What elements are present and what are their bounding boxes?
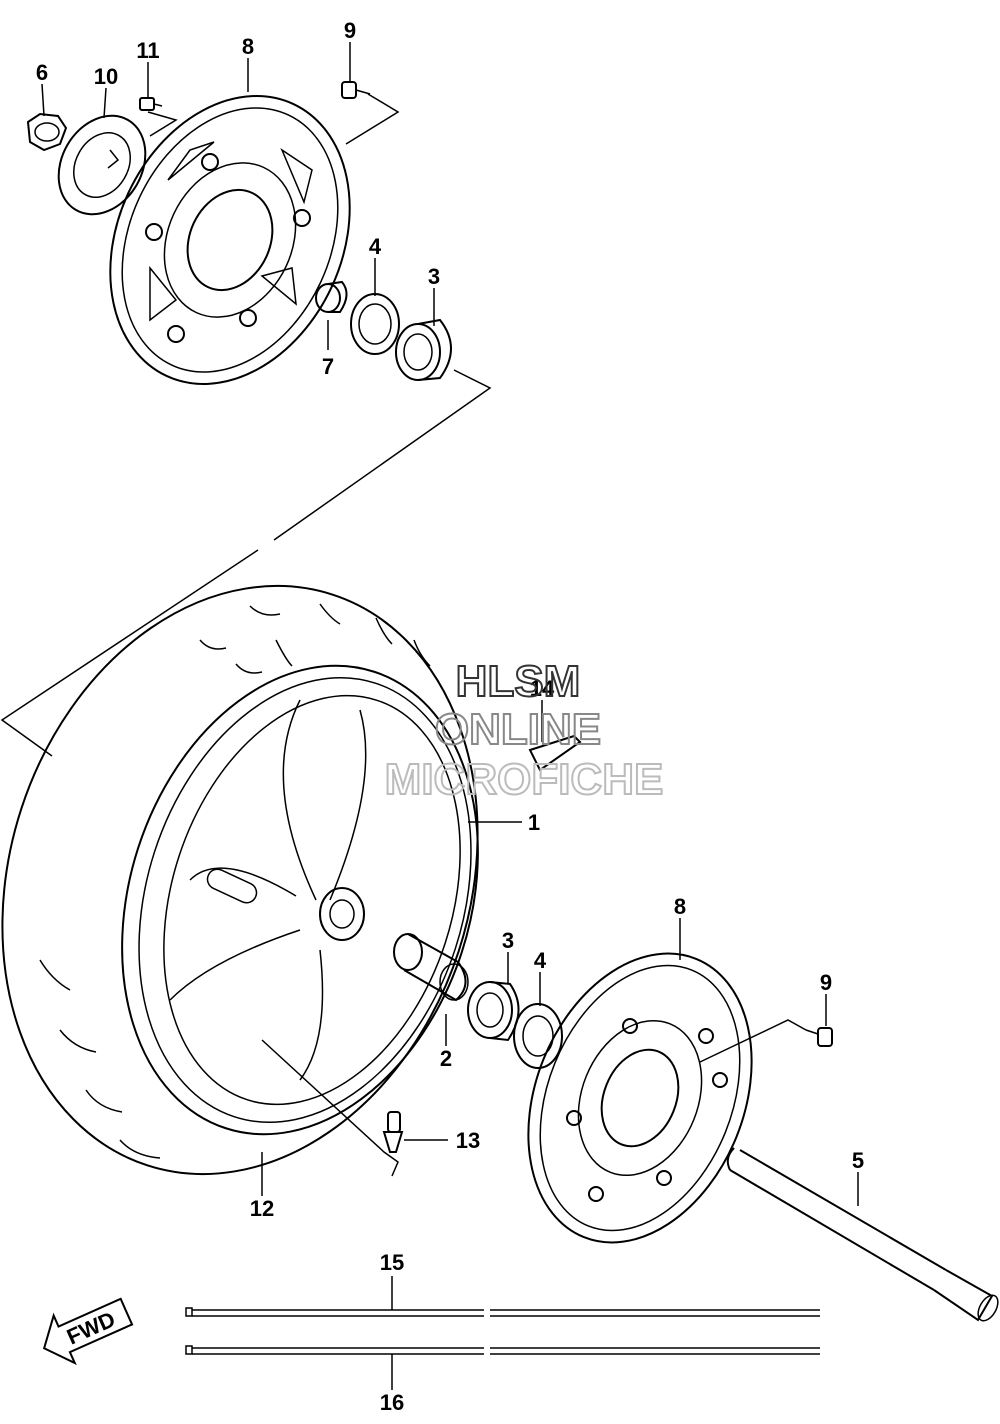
watermark-line-1: HLSM	[456, 657, 581, 706]
part-10-sensor-rotor	[57, 114, 147, 216]
watermark-line-2: ONLINE	[435, 705, 601, 754]
callout-8-bottom: 8	[674, 894, 686, 919]
callout-7: 7	[322, 354, 334, 379]
part-6-nut	[26, 112, 68, 152]
fwd-direction-badge: FWD	[42, 1297, 134, 1366]
part-7-spacer	[315, 280, 348, 313]
part-4-oil-seal-top	[350, 293, 400, 355]
callout-2: 2	[440, 1046, 452, 1071]
callout-13: 13	[456, 1128, 480, 1153]
part-16-cable-tie	[185, 1345, 820, 1355]
callout-15: 15	[380, 1250, 404, 1275]
part-15-cable-tie	[185, 1307, 820, 1317]
callout-10: 10	[94, 64, 118, 89]
callout-4-top: 4	[369, 234, 382, 259]
part-8-brake-disc-bottom	[527, 952, 753, 1244]
part-4-oil-seal-bottom	[513, 1003, 563, 1069]
part-3-bearing-bottom	[467, 981, 520, 1042]
callout-3-bottom: 3	[502, 928, 514, 953]
part-5-axle	[726, 1147, 999, 1322]
part-9-bolt-bottom	[805, 1027, 833, 1047]
callout-1: 1	[528, 810, 540, 835]
part-3-bearing-top	[395, 318, 452, 381]
callout-5: 5	[852, 1148, 864, 1173]
part-12-wheel-tire	[1, 584, 479, 1176]
callout-14: 14	[530, 676, 555, 701]
part-14-balance-weight	[528, 734, 582, 772]
callout-12: 12	[250, 1196, 274, 1221]
part-13-valve	[382, 1111, 404, 1153]
callout-4-bottom: 4	[534, 948, 547, 973]
watermark-line-3: MICROFICHE	[385, 755, 664, 804]
callout-8-top: 8	[242, 34, 254, 59]
part-2-spacer	[393, 933, 469, 1002]
callout-6: 6	[36, 60, 48, 85]
part-8-brake-disc-top	[109, 95, 351, 385]
callout-9-top: 9	[344, 18, 356, 43]
part-11-screw	[139, 97, 163, 111]
callout-11: 11	[136, 38, 159, 63]
callout-16: 16	[380, 1390, 404, 1415]
part-9-bolt-top	[341, 81, 371, 99]
callout-3-top: 3	[428, 264, 440, 289]
callout-9-bottom: 9	[820, 970, 832, 995]
